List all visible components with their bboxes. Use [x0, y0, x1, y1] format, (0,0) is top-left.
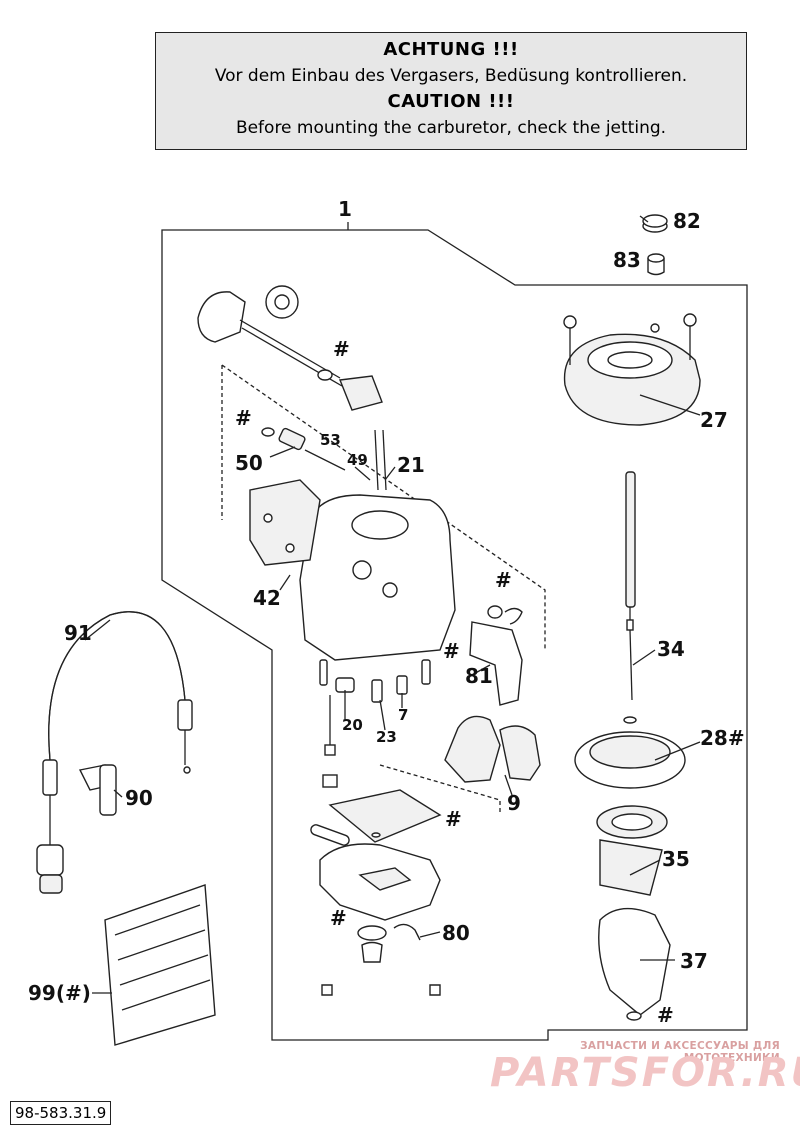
inner-dashed-outline [221, 364, 546, 815]
drain-assembly [321, 923, 441, 996]
part-81-fitting [469, 605, 523, 706]
part-90-bracket [78, 764, 117, 816]
part-9-float [444, 715, 541, 783]
label-27: 27 [700, 408, 728, 432]
label-28: 28# [700, 726, 745, 750]
small-jets [319, 659, 431, 788]
label-20: 20 [342, 716, 363, 734]
label-21: 21 [397, 453, 425, 477]
label-34: 34 [657, 637, 685, 661]
label-9: 9 [507, 791, 521, 815]
part-35-slide [596, 805, 668, 896]
hash-marker-jet: # [443, 639, 460, 663]
hash-marker-50: # [235, 406, 252, 430]
label-23: 23 [376, 728, 397, 746]
hash-marker-fitting: # [495, 568, 512, 592]
part-28-diaphragm [574, 731, 686, 789]
label-50: 50 [235, 451, 263, 475]
hash-marker-drain: # [330, 906, 347, 930]
label-35: 35 [662, 847, 690, 871]
notice-heading-en: CAUTION !!! [387, 91, 515, 112]
label-1: 1 [338, 197, 352, 221]
watermark-tagline: ЗАПЧАСТИ И АКСЕССУАРЫ ДЛЯ МОТОТЕХНИКИ [580, 1040, 780, 1064]
hash-marker-top: # [333, 337, 350, 361]
label-7: 7 [398, 706, 408, 724]
hash-marker-bowl: # [657, 1003, 674, 1027]
part-82-clip [639, 214, 668, 233]
assembly-outline [161, 222, 748, 1041]
float-bowl [319, 843, 441, 921]
label-53: 53 [320, 431, 341, 449]
label-83: 83 [613, 248, 641, 272]
label-82: 82 [673, 209, 701, 233]
label-99: 99(#) [28, 981, 91, 1005]
label-49: 49 [347, 451, 368, 469]
part-37-bowl [598, 907, 671, 1021]
part-91-cable [36, 611, 193, 894]
label-42: 42 [253, 586, 281, 610]
diagram-reference-number: 98-583.31.9 [10, 1101, 112, 1125]
notice-heading-de: ACHTUNG !!! [383, 39, 519, 60]
label-91: 91 [64, 621, 92, 645]
part-27-cover [563, 313, 701, 426]
label-90: 90 [125, 786, 153, 810]
label-81: 81 [465, 664, 493, 688]
carburetor-body [249, 429, 456, 661]
part-99-jet-kit-bag [104, 884, 216, 1046]
leader-lines [84, 394, 701, 994]
bowl-gasket [310, 789, 442, 846]
part-34-needle [623, 471, 637, 724]
label-80: 80 [442, 921, 470, 945]
label-37: 37 [680, 949, 708, 973]
top-cover-assembly [197, 285, 383, 411]
caution-notice: ACHTUNG !!! Vor dem Einbau des Vergasers… [155, 32, 747, 150]
hash-marker-gasket: # [445, 807, 462, 831]
notice-text-de: Vor dem Einbau des Vergasers, Bedüsung k… [214, 66, 688, 86]
part-50-screw [261, 427, 346, 471]
part-83-cap [647, 253, 665, 276]
notice-text-en: Before mounting the carburetor, check th… [235, 118, 667, 138]
watermark-logo: PARTSFOR.RU [490, 1050, 800, 1096]
